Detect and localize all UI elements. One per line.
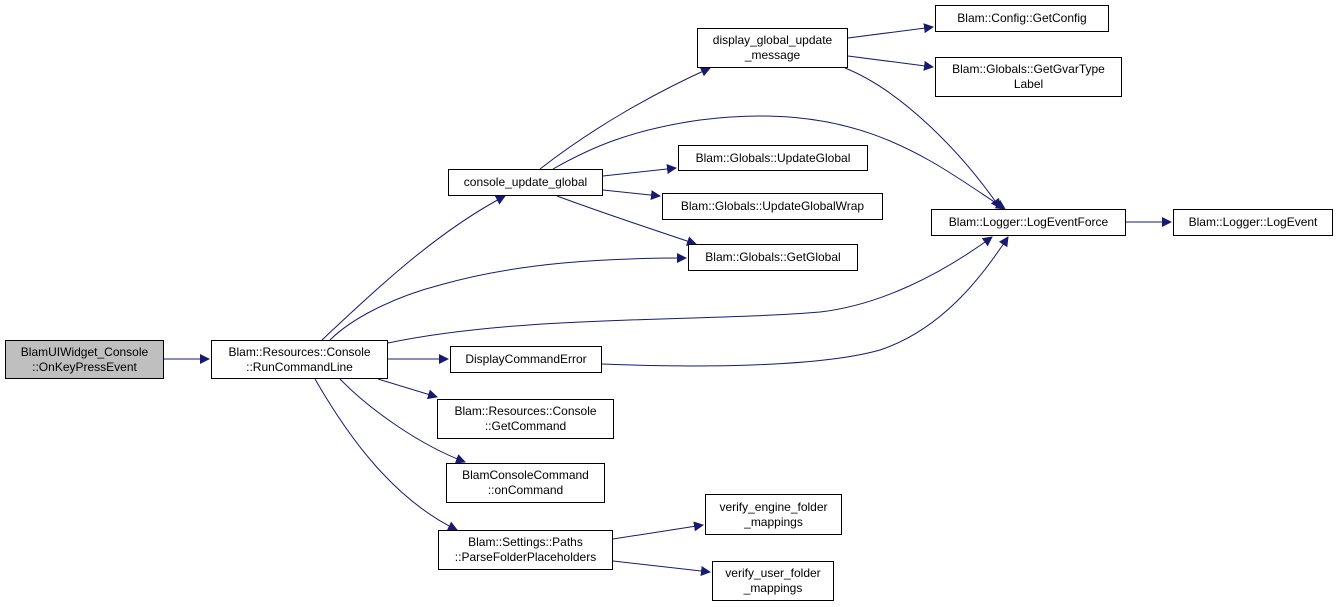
node-label-line1: Blam::Globals::UpdateGlobalWrap xyxy=(680,199,865,213)
edge-run-to-getcommand xyxy=(377,378,438,400)
node-globals-getgvartypelabel[interactable]: Blam::Globals::GetGvarType Label xyxy=(935,57,1122,97)
node-label-line1: console_update_global xyxy=(463,175,588,189)
node-label-line1: Blam::Config::GetConfig xyxy=(957,11,1087,25)
node-label-line2: ::OnKeyPressEvent xyxy=(32,359,137,374)
node-resources-console-getcommand[interactable]: Blam::Resources::Console ::GetCommand xyxy=(437,399,614,439)
node-label-line1: verify_user_folder xyxy=(725,566,821,580)
node-console-update-global[interactable]: console_update_global xyxy=(448,169,603,196)
node-settings-paths-parsefolderplaceholders[interactable]: Blam::Settings::Paths ::ParseFolderPlace… xyxy=(438,530,613,570)
edge-dce-to-logeventforce xyxy=(601,236,1009,367)
node-label-line1: BlamConsoleCommand xyxy=(462,468,589,482)
node-display-global-update-message[interactable]: display_global_update _message xyxy=(697,28,848,68)
node-globals-getglobal[interactable]: Blam::Globals::GetGlobal xyxy=(688,244,858,271)
edge-run-to-console-update-global xyxy=(321,195,506,341)
edge-cug-to-updateglobal xyxy=(602,164,677,177)
edge-cug-to-updateglobalwrap xyxy=(602,189,661,201)
node-blamuiwidget-console-onkeypressevent: BlamUIWidget_Console ::OnKeyPressEvent xyxy=(5,340,164,379)
node-label-line1: BlamUIWidget_Console xyxy=(20,344,149,359)
node-runcommandline[interactable]: Blam::Resources::Console ::RunCommandLin… xyxy=(211,340,388,379)
edge-cug-to-getglobal xyxy=(556,195,697,246)
node-label-line2: ::RunCommandLine xyxy=(246,359,353,374)
node-label-line1: Blam::Resources::Console xyxy=(228,344,371,359)
node-label-line1: DisplayCommandError xyxy=(465,352,587,366)
node-label-line1: Blam::Logger::LogEventForce xyxy=(948,215,1109,229)
node-label-line2: ::onCommand xyxy=(487,483,564,497)
node-config-getconfig[interactable]: Blam::Config::GetConfig xyxy=(935,5,1109,32)
edge-dgum-to-getgvartypelabel xyxy=(847,55,934,71)
node-globals-updateglobal[interactable]: Blam::Globals::UpdateGlobal xyxy=(678,145,868,171)
edge-cug-to-display-global-update-message xyxy=(539,67,711,170)
node-displaycommanderror[interactable]: DisplayCommandError xyxy=(450,346,602,373)
node-label-line2: ::ParseFolderPlaceholders xyxy=(454,550,597,564)
edge-run-to-oncommand xyxy=(339,378,466,464)
node-label-line1: Blam::Resources::Console xyxy=(454,404,597,418)
edge-run-to-parsefolderplaceholders xyxy=(314,378,458,531)
edge-pfp-to-verify-user-folder-mappings xyxy=(612,560,711,576)
node-verify-user-folder-mappings[interactable]: verify_user_folder _mappings xyxy=(712,561,834,601)
node-label-line2: _message xyxy=(744,48,801,62)
node-label-line2: _mappings xyxy=(743,581,803,595)
node-label-line2: _mappings xyxy=(744,514,803,529)
node-label-line2: ::GetCommand xyxy=(484,419,567,433)
edge-dgum-to-getconfig xyxy=(847,23,934,39)
node-label-line1: Blam::Globals::UpdateGlobal xyxy=(695,150,851,165)
node-globals-updateglobalwrap[interactable]: Blam::Globals::UpdateGlobalWrap xyxy=(662,193,883,220)
node-label-line1: Blam::Logger::LogEvent xyxy=(1188,215,1318,229)
node-logger-logevent[interactable]: Blam::Logger::LogEvent xyxy=(1173,209,1333,236)
node-verify-engine-folder-mappings[interactable]: verify_engine_folder _mappings xyxy=(705,494,842,535)
node-logger-logeventforce[interactable]: Blam::Logger::LogEventForce xyxy=(931,209,1126,236)
edge-run-to-getglobal xyxy=(329,253,687,341)
node-blamconsolecommand-oncommand[interactable]: BlamConsoleCommand ::onCommand xyxy=(446,463,605,503)
node-label-line2: Label xyxy=(1013,77,1044,91)
node-label-line1: verify_engine_folder xyxy=(719,499,828,514)
edge-cug-to-logeventforce xyxy=(552,115,1006,210)
node-label-line1: display_global_update xyxy=(712,33,833,47)
node-label-line1: Blam::Settings::Paths xyxy=(468,535,583,549)
edge-run-to-logeventforce xyxy=(387,236,993,344)
edge-dgum-to-logeventforce xyxy=(844,67,1001,209)
node-label-line1: Blam::Globals::GetGvarType xyxy=(952,62,1105,76)
node-label-line1: Blam::Globals::GetGlobal xyxy=(705,250,841,264)
edge-pfp-to-verify-engine-folder-mappings xyxy=(612,521,704,540)
